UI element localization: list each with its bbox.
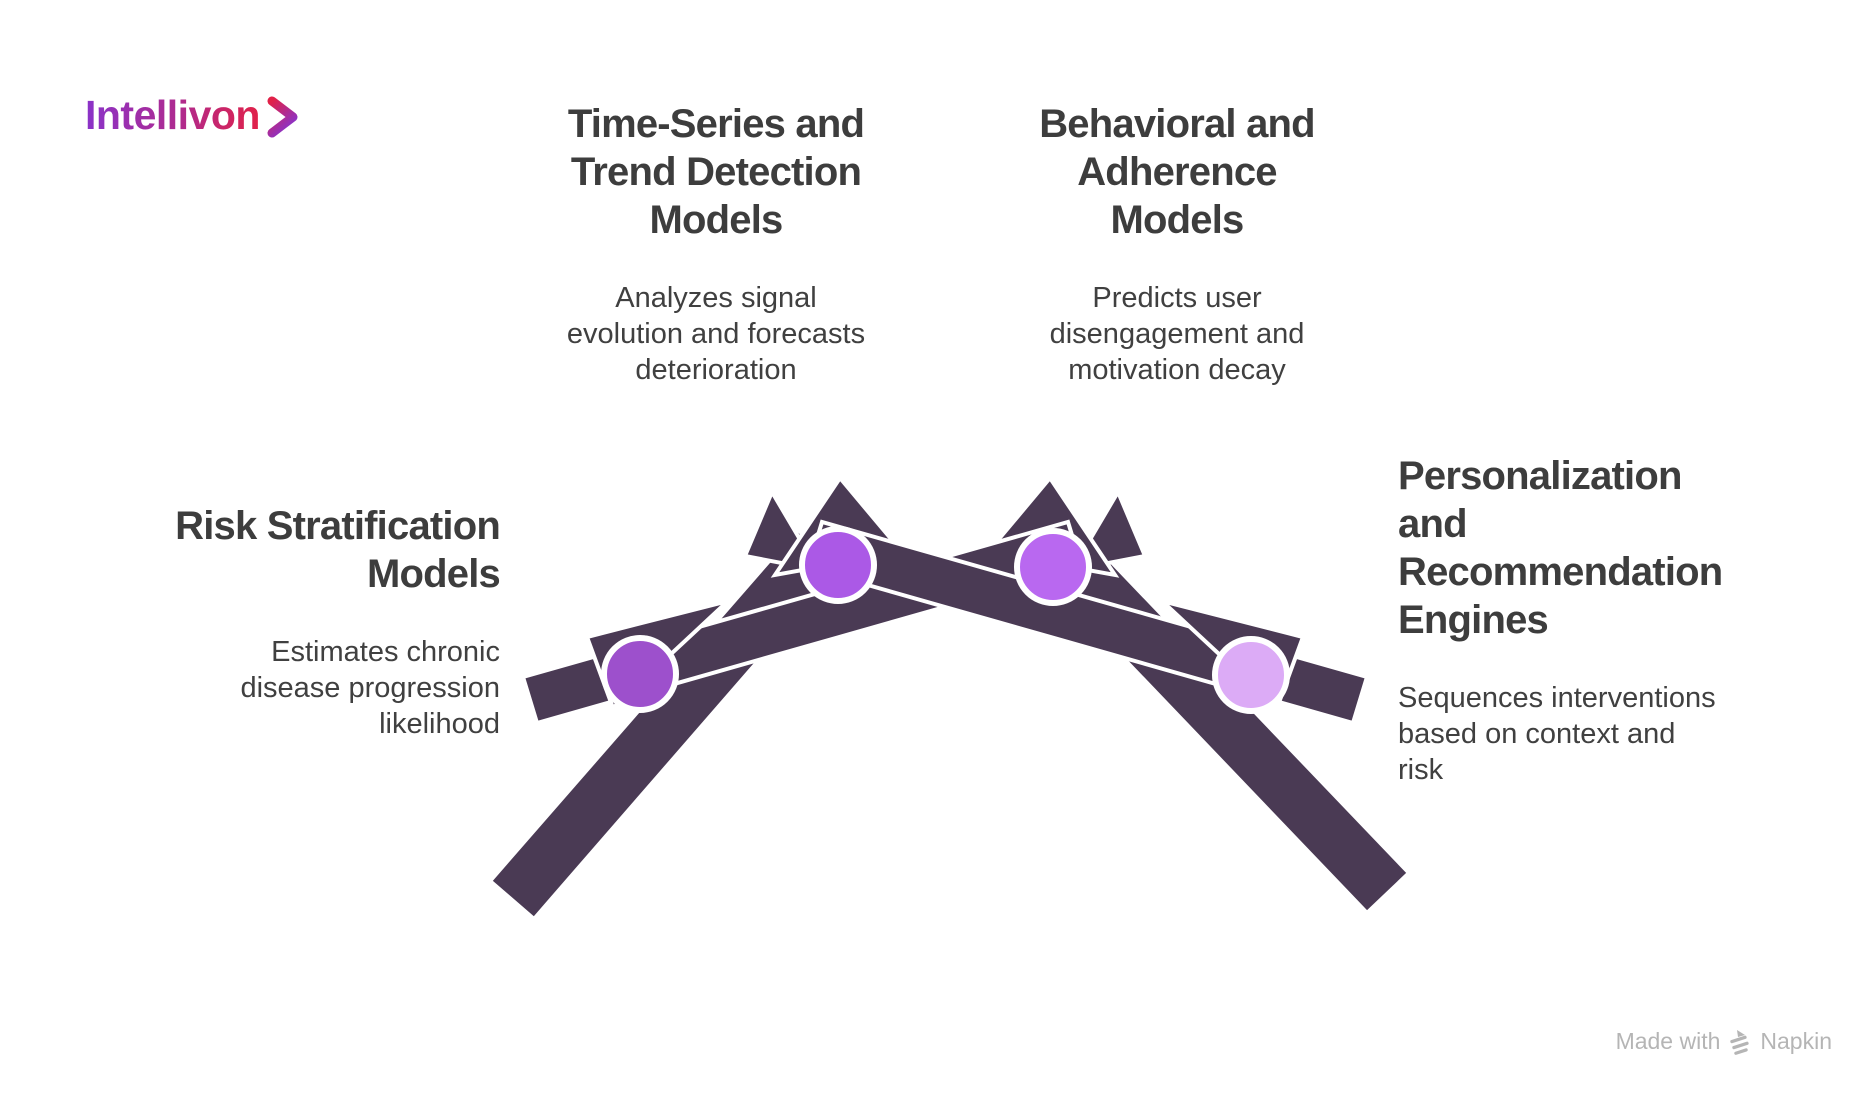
time-series-title: Time-Series and Trend Detection Models (567, 102, 865, 242)
risk-stratification-block: Risk Stratification Models Estimates chr… (120, 502, 501, 742)
napkin-logo-icon (1730, 1029, 1750, 1055)
personalization-circle (1212, 636, 1290, 714)
risk-stratification-circle (601, 635, 679, 713)
time-series-block: Time-Series and Trend Detection Models A… (516, 100, 916, 388)
risk-stratification-title: Risk Stratification Models (175, 504, 501, 596)
time-series-circle (799, 526, 877, 604)
watermark-brand: Napkin (1760, 1028, 1832, 1054)
made-with-napkin-watermark: Made with Napkin (1616, 1028, 1832, 1055)
chevron-right-icon (267, 96, 298, 137)
personalization-title: Personalization and Recommendation Engin… (1398, 454, 1723, 642)
left-leg-shaft (487, 526, 843, 922)
watermark-prefix: Made with (1615, 1028, 1721, 1054)
personalization-block: Personalization and Recommendation Engin… (1398, 452, 1778, 788)
risk-stratification-description: Estimates chronic disease progression li… (240, 636, 500, 740)
behavioral-title: Behavioral and Adherence Models (1039, 102, 1315, 242)
personalization-description: Sequences interventions based on context… (1398, 682, 1716, 786)
behavioral-description: Predicts user disengagement and motivati… (1049, 282, 1305, 386)
time-series-description: Analyzes signal evolution and forecasts … (566, 282, 866, 386)
intellivon-logo-text: Intellivon (85, 92, 260, 138)
intellivon-logo: Intellivon (85, 92, 302, 139)
behavioral-circle (1014, 528, 1092, 606)
behavioral-block: Behavioral and Adherence Models Predicts… (977, 100, 1377, 388)
